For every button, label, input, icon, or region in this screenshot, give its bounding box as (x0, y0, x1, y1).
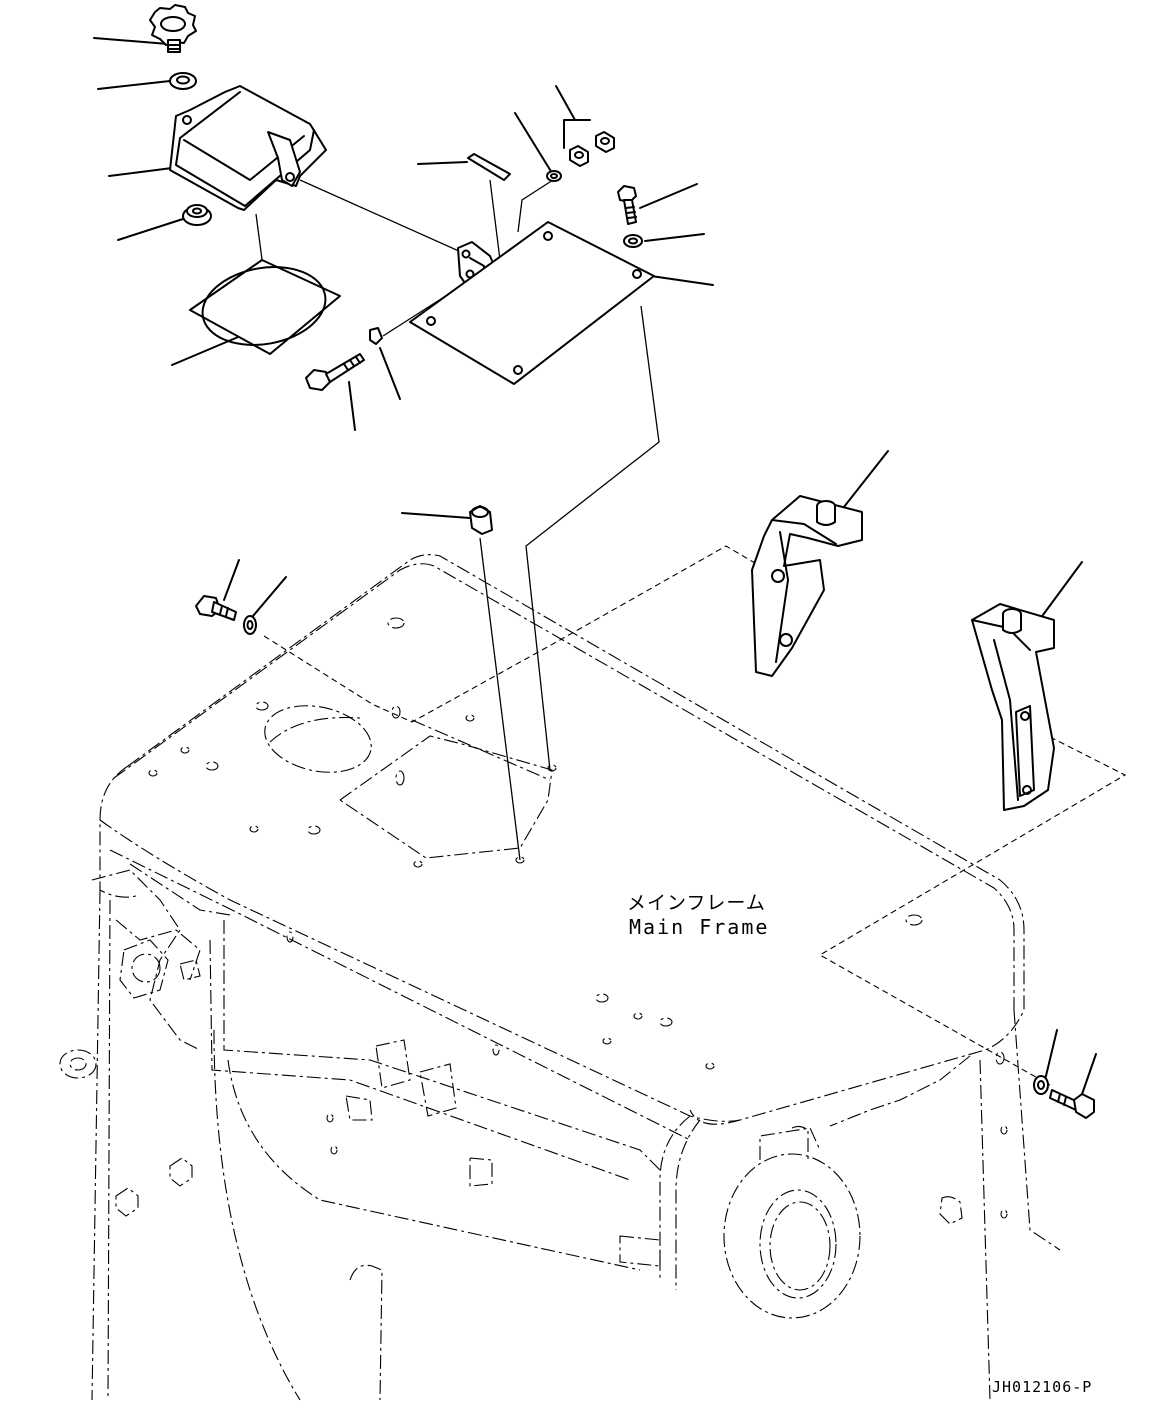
grommet-icon (182, 204, 212, 226)
mount-bracket-1-icon (751, 495, 863, 677)
assembly-line (525, 305, 660, 771)
assembly-line (299, 179, 471, 257)
main-frame-label-jp: メインフレーム (627, 892, 766, 914)
leader-bolt-left (223, 559, 240, 601)
cover-plate-icon (409, 221, 655, 385)
long-bolt-icon (305, 353, 365, 391)
hidden-line (263, 545, 761, 723)
leader-long-bolt (348, 381, 356, 431)
leader-bolt-bottom (1079, 1053, 1097, 1101)
leader-washer-left (252, 576, 287, 617)
nut-icon (595, 131, 615, 153)
leader-cover-box (108, 167, 173, 177)
bolt-left-icon (195, 595, 237, 621)
mount-bracket-2-icon (971, 603, 1055, 811)
leader-washer-bottom (1044, 1029, 1058, 1081)
washer-right-icon (623, 234, 643, 248)
leader-plate (650, 275, 714, 286)
washer-mid-icon (546, 170, 562, 182)
leader-pin (417, 161, 468, 165)
leader-washer-right (644, 233, 705, 242)
leader-bracket-1 (839, 450, 889, 513)
leader-bracket-2 (1039, 561, 1083, 620)
hidden-line (818, 736, 1127, 1086)
washer-small-icon (369, 327, 383, 345)
gasket-icon (189, 259, 341, 355)
main-frame-outline (59, 554, 1061, 1401)
assembly-line (517, 179, 554, 233)
cover-box-icon (169, 85, 327, 211)
leader-plug (401, 512, 471, 519)
plug-icon (469, 505, 493, 535)
leader-nuts (555, 85, 591, 149)
leader-bolt-right (639, 183, 698, 209)
leader-washer-small (379, 347, 401, 400)
bolt-bottom-icon (1049, 1089, 1095, 1119)
knob-bolt-icon (149, 4, 197, 53)
assembly-lines (255, 179, 1127, 1086)
washer-left-icon (243, 615, 257, 635)
leader-knob-bolt (93, 37, 169, 45)
bolt-right-icon (617, 185, 637, 225)
nut-icon (569, 145, 589, 167)
leader-lines (93, 37, 1097, 1101)
assembly-line (479, 537, 521, 861)
leader-grommet (117, 217, 187, 241)
main-frame-label-en: Main Frame (629, 915, 770, 939)
pin-icon (467, 153, 511, 181)
leader-washer-top (97, 80, 171, 90)
washer-bottom-icon (1033, 1075, 1049, 1095)
washer-top-icon (169, 72, 197, 90)
leader-gasket (171, 331, 251, 366)
drawing-id: JH012106-P (992, 1378, 1093, 1396)
leader-washer-mid (514, 112, 553, 174)
